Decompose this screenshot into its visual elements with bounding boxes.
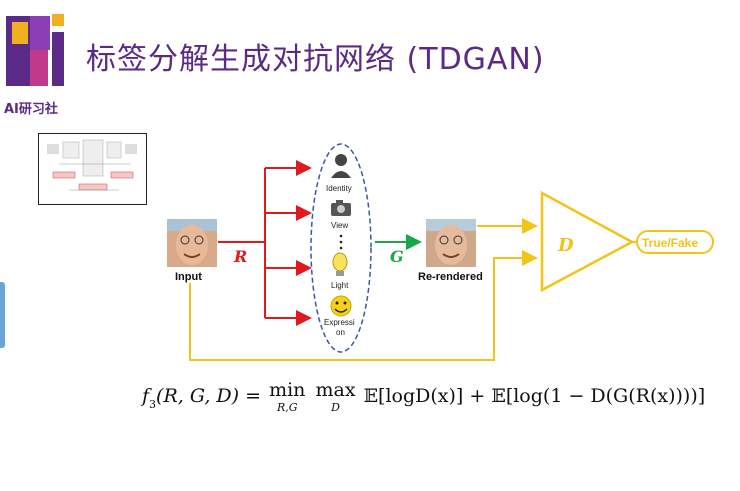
min-operator: min R,G [269,379,306,414]
input-label: Input [175,271,202,283]
attribute-light: Light [331,281,349,290]
attribute-view: View [331,221,348,230]
slide-thumbnail[interactable] [38,133,147,205]
min-sub: R,G [276,401,298,414]
formula-args: (R, G, D) = [156,385,268,407]
formula-rhs: 𝔼[logD(x)] + 𝔼[log(1 − D(G(R(x))))] [363,385,706,407]
formula-f-sub: 3 [149,398,157,411]
attribute-identity: Identity [326,184,352,193]
logo-text: AI研习社 [4,102,58,117]
max-sub: D [331,401,340,414]
discriminator-triangle [540,190,635,293]
r-label: R [233,247,247,266]
lightbulb-icon [332,252,348,276]
camera-icon [331,200,351,216]
ellipsis-dots [339,234,343,250]
formula-f: f [142,385,150,407]
yellow-paths [189,218,538,361]
output-label: True/Fake [642,236,698,250]
rerendered-label: Re-rendered [418,271,483,283]
min-op: min [269,379,306,401]
person-icon [331,154,351,178]
side-panel-tab[interactable] [0,282,5,348]
attribute-expression-cont: on [336,328,345,337]
d-label: D [557,235,574,256]
attribute-expression: Expressi [324,318,355,327]
page-title: 标签分解生成对抗网络 (TDGAN) [86,42,545,77]
rerendered-face-image [426,219,476,267]
max-operator: max D [315,379,356,414]
output-box [636,230,714,254]
input-face-image [167,219,217,267]
ai-yanxishe-logo [6,14,64,86]
g-label: G [390,247,404,266]
objective-formula: f3(R, G, D) = min R,G max D 𝔼[logD(x)] +… [142,379,706,414]
max-op: max [315,379,356,401]
smiley-icon [330,295,352,317]
r-arrows [218,160,312,326]
attribute-ellipse [310,143,372,353]
